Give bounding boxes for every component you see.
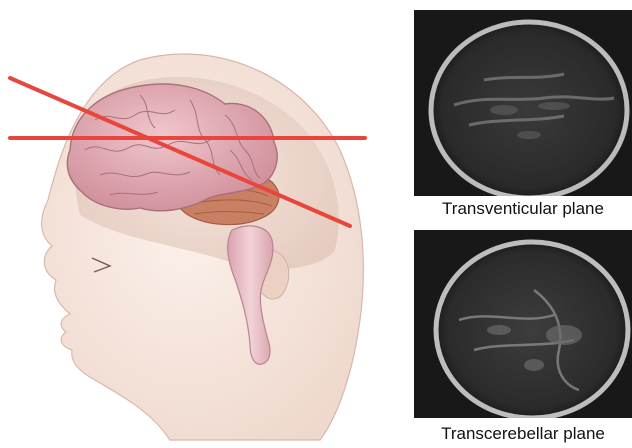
transcerebellar-ultrasound-image <box>414 230 632 418</box>
transventricular-ultrasound-image <box>414 10 632 196</box>
transcerebellar-caption: Transcerebellar plane <box>414 424 632 444</box>
transventricular-caption: Transventicular plane <box>414 199 632 219</box>
